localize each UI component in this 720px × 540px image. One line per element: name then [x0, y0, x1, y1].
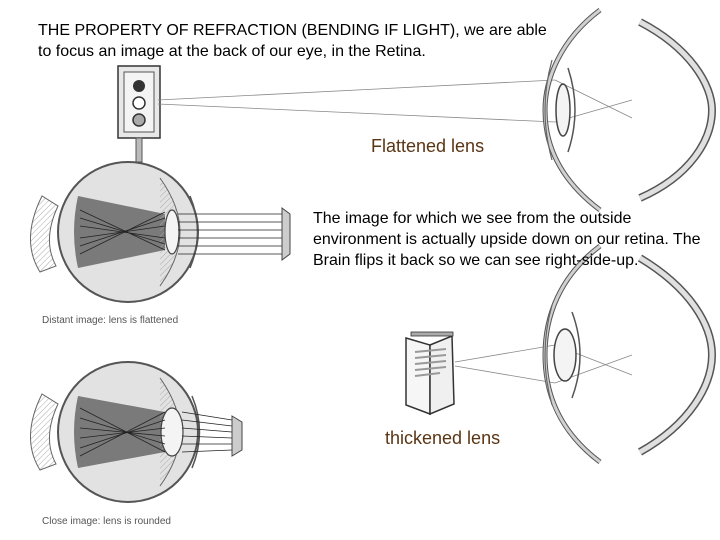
thickened-lens-label: thickened lens	[385, 428, 501, 448]
eye-cross-section-icon	[30, 161, 291, 303]
traffic-light-icon	[117, 65, 161, 163]
distant-image-caption: Distant image: lens is flattened	[42, 315, 179, 326]
close-image-caption: Close image: lens is rounded	[42, 516, 171, 527]
explanation-text: The image for which we see from the outs…	[313, 210, 701, 269]
flattened-lens-label: Flattened lens	[371, 136, 485, 156]
title-text: THE PROPERTY OF REFRACTION (BENDING IF L…	[38, 22, 547, 60]
open-book-icon	[405, 331, 455, 416]
eye-cross-section-icon	[542, 8, 717, 212]
eye-cross-section-icon	[542, 244, 717, 464]
eye-cross-section-icon	[30, 361, 243, 503]
